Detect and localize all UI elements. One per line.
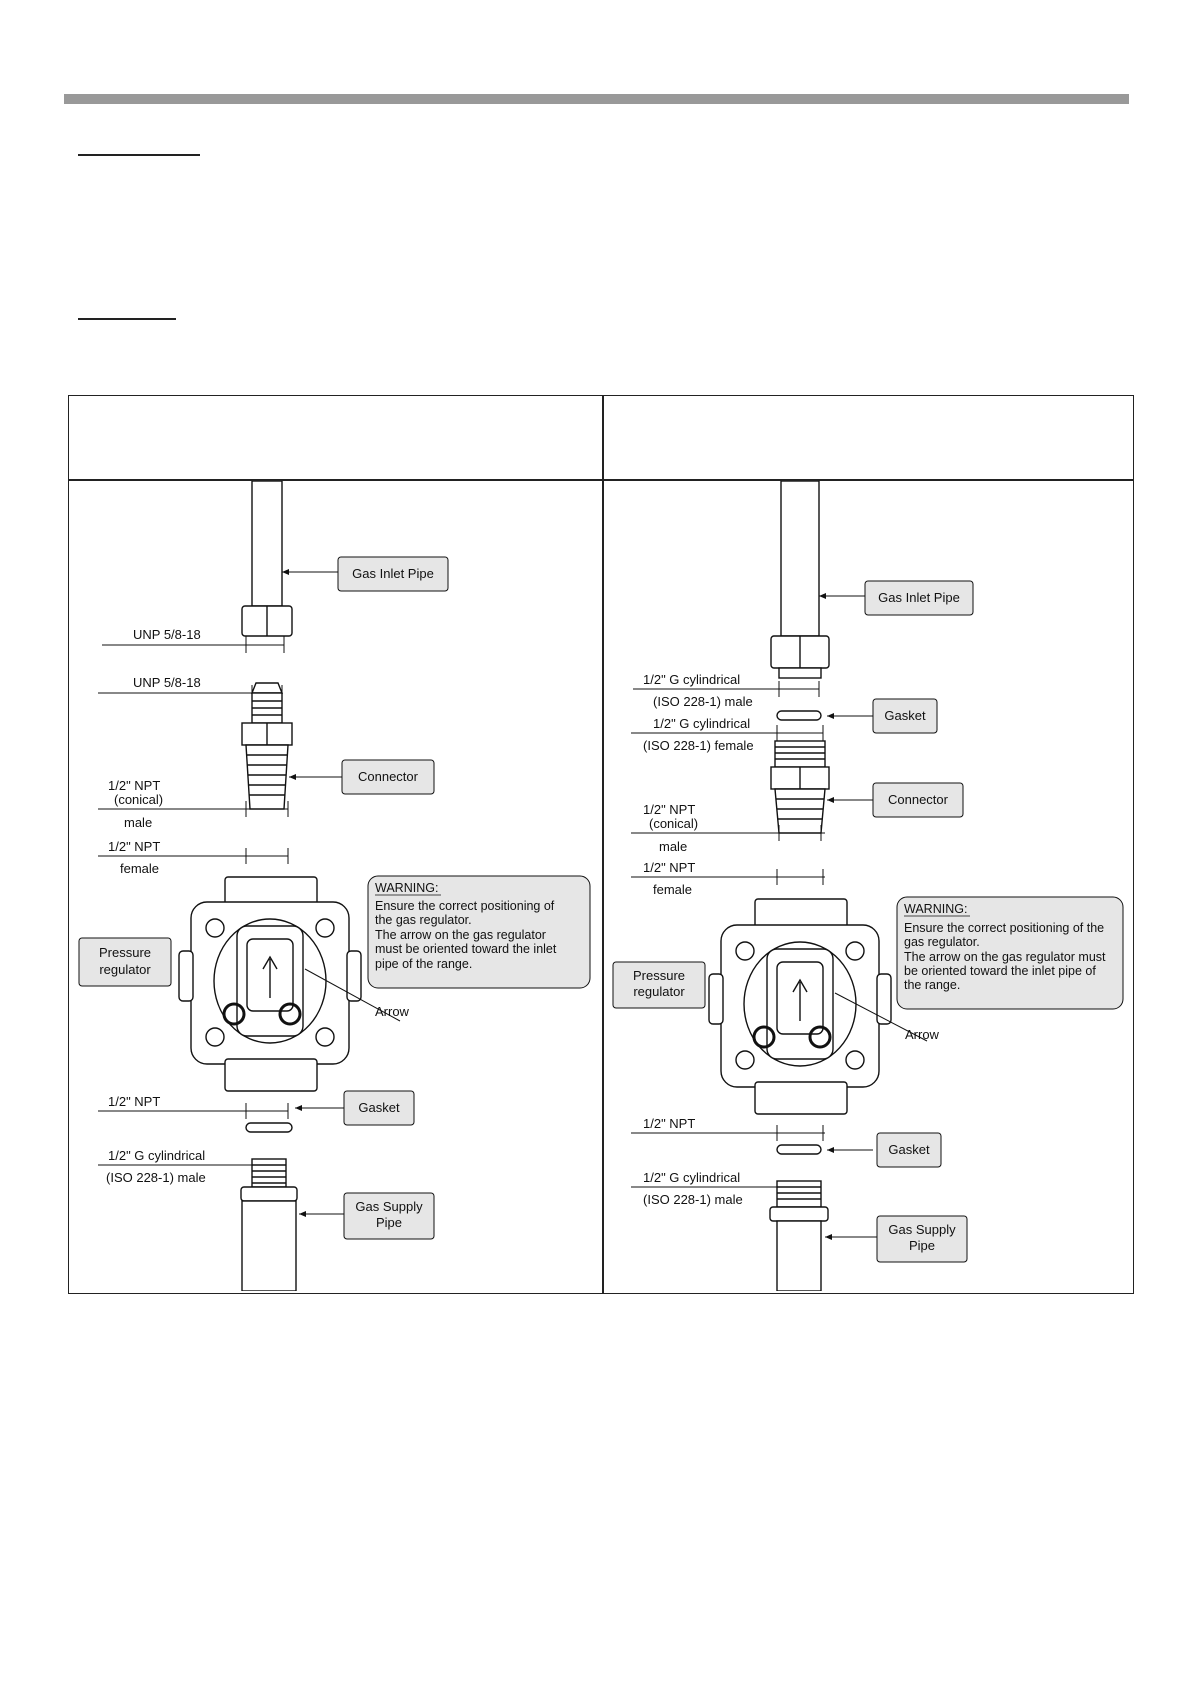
svg-text:Pipe: Pipe (376, 1215, 402, 1230)
svg-text:The arrow on the gas regulator: The arrow on the gas regulator (375, 928, 546, 942)
connector-part (241, 682, 293, 810)
installation-table (68, 395, 1134, 1294)
callout-gas-inlet-pipe: Gas Inlet Pipe (337, 556, 449, 592)
callout-gas-supply-pipe: Gas Supply Pipe (876, 1215, 968, 1263)
svg-text:Gas Inlet Pipe: Gas Inlet Pipe (878, 590, 960, 605)
dim-label-npt-male: 1/2" NPT (643, 802, 695, 817)
callout-connector: Connector (872, 782, 964, 818)
dim-label-g-cylindrical-bottom: 1/2" G cylindrical (643, 1170, 740, 1185)
svg-text:pipe of the range.: pipe of the range. (375, 957, 472, 971)
dim-label-g-cylindrical: 1/2" G cylindrical (108, 1148, 205, 1163)
dim-label-npt-male: (conical) (649, 816, 698, 831)
callout-gasket: Gasket (343, 1090, 415, 1126)
gas-supply-pipe (241, 1200, 297, 1291)
arrow-label: Arrow (375, 1004, 410, 1019)
svg-text:Pressure: Pressure (99, 945, 151, 960)
header-bar (64, 94, 1129, 104)
dim-label-g-cylindrical: (ISO 228-1) male (106, 1170, 206, 1185)
dim-label-unp-nut: UNP 5/8-18 (133, 627, 201, 642)
warning-callout: WARNING: Ensure the correct positioning … (367, 875, 591, 989)
svg-text:must be oriented toward the in: must be oriented toward the inlet (375, 942, 557, 956)
svg-text:WARNING:: WARNING: (375, 881, 438, 895)
dim-label-g-cylindrical-bottom: (ISO 228-1) male (643, 1192, 743, 1207)
svg-text:Connector: Connector (358, 769, 419, 784)
dim-label-unp-connector: UNP 5/8-18 (133, 675, 201, 690)
dim-label-npt-male: 1/2" NPT (108, 778, 160, 793)
dim-label-npt-female: 1/2" NPT (643, 860, 695, 875)
svg-text:regulator: regulator (633, 984, 685, 999)
callout-pressure-regulator: Pressure regulator (78, 937, 172, 987)
svg-text:Pressure: Pressure (633, 968, 685, 983)
callout-gasket-bottom: Gasket (876, 1132, 942, 1168)
table-column-divider (602, 395, 604, 1294)
callout-connector: Connector (341, 759, 435, 795)
svg-text:Gas Inlet Pipe: Gas Inlet Pipe (352, 566, 434, 581)
dim-label-npt-female: 1/2" NPT (108, 839, 160, 854)
table-header-cell-left (70, 397, 600, 477)
arrow-label: Arrow (905, 1027, 940, 1042)
warning-callout: WARNING: Ensure the correct positioning … (896, 896, 1124, 1010)
gas-supply-pipe (776, 1220, 822, 1291)
flow-arrow-icon (262, 955, 278, 998)
svg-text:Ensure the correct positioning: Ensure the correct positioning of (375, 899, 555, 913)
dim-label-g-cylindrical-male: 1/2" G cylindrical (643, 672, 740, 687)
left-assembly-diagram: Gas Inlet Pipe Connector Pressure regula… (78, 481, 591, 1291)
dim-label-g-cylindrical-female: (ISO 228-1) female (643, 738, 754, 753)
table-header-cell-right (605, 397, 1132, 477)
svg-text:the gas regulator.: the gas regulator. (375, 913, 472, 927)
connector-part (770, 740, 830, 834)
callout-gas-inlet-pipe: Gas Inlet Pipe (864, 580, 974, 616)
table-row-divider (68, 479, 1134, 481)
gasket-part (776, 710, 822, 721)
svg-text:Gas Supply: Gas Supply (355, 1199, 423, 1214)
dim-label-g-cylindrical-male: (ISO 228-1) male (653, 694, 753, 709)
svg-text:Connector: Connector (888, 792, 949, 807)
gasket-part (776, 1144, 822, 1155)
dim-label-g-cylindrical-female: 1/2" G cylindrical (653, 716, 750, 731)
svg-text:be oriented toward the inlet p: be oriented toward the inlet pipe of (904, 964, 1096, 978)
svg-text:Gasket: Gasket (884, 708, 926, 723)
dim-label-npt-female: female (120, 861, 159, 876)
svg-text:Ensure the correct positioning: Ensure the correct positioning of the (904, 921, 1104, 935)
gasket-part (245, 1122, 293, 1133)
svg-text:gas regulator.: gas regulator. (904, 935, 980, 949)
right-assembly-diagram: Gas Inlet Pipe Gasket Connector Pressure… (612, 481, 1124, 1291)
svg-text:regulator: regulator (99, 962, 151, 977)
gas-inlet-pipe (780, 481, 820, 637)
dim-label-npt-female: female (653, 882, 692, 897)
svg-text:Pipe: Pipe (909, 1238, 935, 1253)
dim-label-npt-male: (conical) (114, 792, 163, 807)
dim-label-npt-male: male (659, 839, 687, 854)
flow-arrow-icon (792, 978, 808, 1021)
svg-text:Gasket: Gasket (358, 1100, 400, 1115)
svg-text:Gas Supply: Gas Supply (888, 1222, 956, 1237)
supply-fitting (769, 1180, 829, 1222)
section-heading-underline (78, 154, 200, 156)
svg-text:the range.: the range. (904, 978, 960, 992)
callout-gasket-top: Gasket (872, 698, 938, 734)
svg-text:WARNING:: WARNING: (904, 902, 967, 916)
dim-label-npt-male: male (124, 815, 152, 830)
dim-label-npt-bottom: 1/2" NPT (108, 1094, 160, 1109)
svg-text:Gasket: Gasket (888, 1142, 930, 1157)
gas-inlet-pipe (251, 481, 283, 607)
svg-text:The arrow on the gas regulator: The arrow on the gas regulator must (904, 950, 1106, 964)
callout-gas-supply-pipe: Gas Supply Pipe (343, 1192, 435, 1240)
dim-label-npt-bottom: 1/2" NPT (643, 1116, 695, 1131)
callout-pressure-regulator: Pressure regulator (612, 961, 706, 1009)
supply-fitting (240, 1158, 298, 1202)
section-heading-underline (78, 318, 176, 320)
